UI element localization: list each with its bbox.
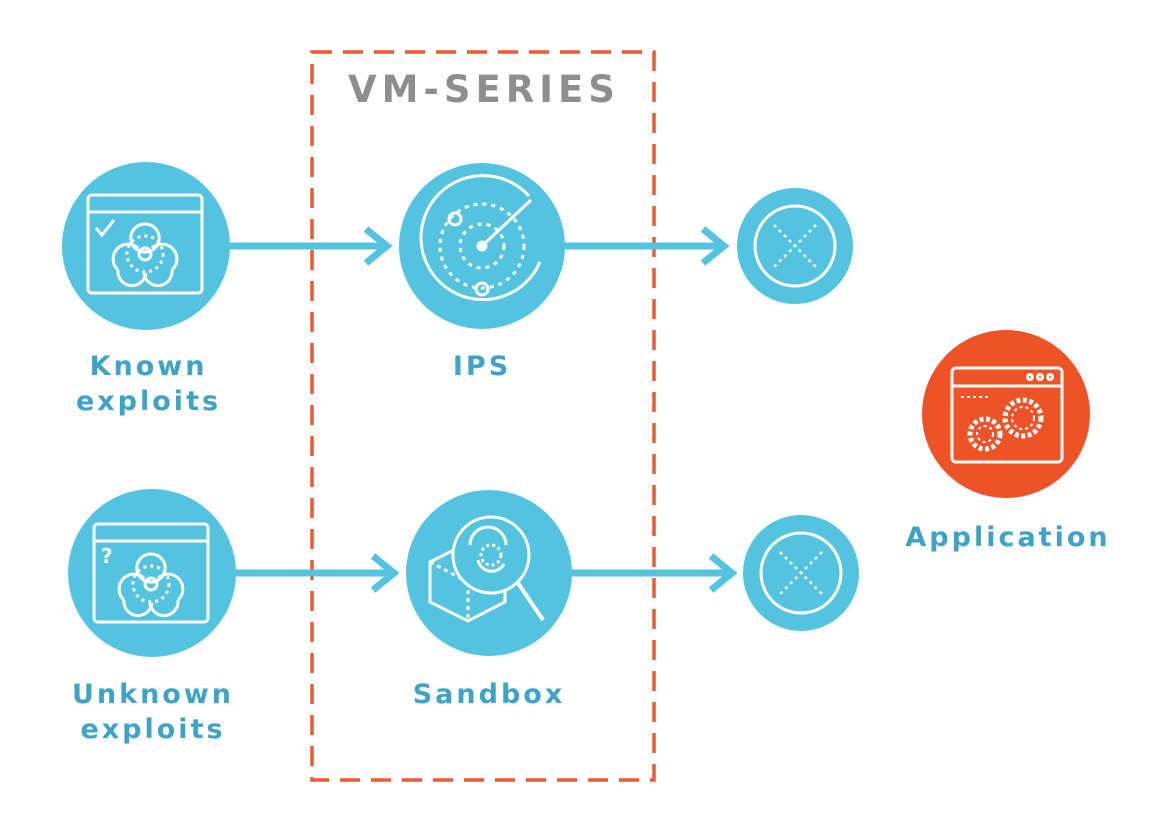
application-label: Application: [905, 522, 1111, 553]
unknown-exploits-label: Unknown exploits: [56, 677, 250, 747]
vm-series-boundary: [310, 50, 656, 782]
arrow-unknown-to-sandbox: [230, 553, 400, 593]
biohazard-window-question-icon: ?: [92, 522, 210, 624]
sandbox-magnifier-icon: [428, 515, 545, 623]
sandbox-node: [406, 490, 572, 656]
known-exploits-label: Known exploits: [56, 349, 241, 419]
known-exploits-label-line2: exploits: [75, 386, 222, 417]
block-top-node: [737, 188, 853, 304]
blocked-x-icon: [753, 204, 837, 288]
vm-series-title: VM-SERIES: [348, 68, 620, 111]
unknown-exploits-label-line1: Unknown: [71, 679, 235, 710]
known-exploits-node: [62, 162, 230, 330]
application-node: [922, 330, 1090, 498]
biohazard-window-check-icon: [86, 193, 204, 295]
known-exploits-label-line1: Known: [89, 351, 208, 382]
unknown-exploits-label-line2: exploits: [80, 714, 226, 745]
sandbox-label: Sandbox: [412, 679, 566, 710]
arrow-ips-to-block: [562, 226, 730, 266]
block-bottom-node: [743, 515, 859, 631]
arrow-known-to-ips: [228, 226, 393, 266]
unknown-exploits-node: ?: [68, 489, 236, 657]
app-window-gears-icon: [950, 366, 1064, 464]
svg-text:?: ?: [101, 544, 113, 568]
ips-node: [399, 163, 565, 329]
ips-label: IPS: [452, 351, 512, 382]
radar-icon: [419, 174, 542, 302]
blocked-x-icon: [759, 531, 843, 615]
arrow-sandbox-to-block: [570, 553, 738, 593]
